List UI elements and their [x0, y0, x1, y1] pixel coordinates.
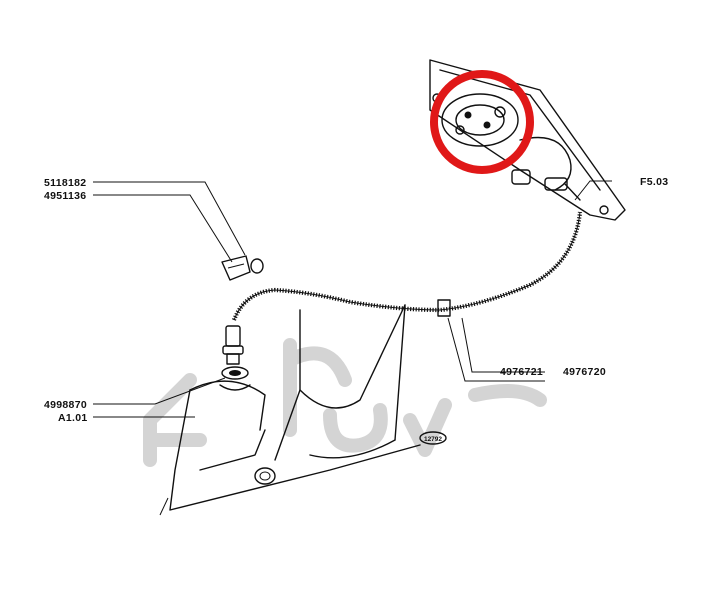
- label-4976720: 4976720: [563, 366, 606, 378]
- engine-housing: [159, 304, 421, 516]
- label-f503: F5.03: [640, 176, 668, 188]
- drive-cable: [232, 211, 583, 321]
- leader-lines: [93, 180, 612, 418]
- label-4998870: 4998870: [44, 399, 87, 411]
- lever-part: [221, 255, 264, 281]
- label-5118182: 5118182: [44, 177, 86, 189]
- label-4951136: 4951136: [44, 190, 86, 202]
- badge-number: 12792: [424, 436, 442, 443]
- highlight-circle: [430, 70, 534, 174]
- label-4976721: 4976721: [500, 366, 543, 378]
- badge-outline: [419, 431, 447, 445]
- watermark: [143, 338, 547, 467]
- drive-fitting: [219, 325, 251, 391]
- label-a101: A1.01: [58, 412, 88, 424]
